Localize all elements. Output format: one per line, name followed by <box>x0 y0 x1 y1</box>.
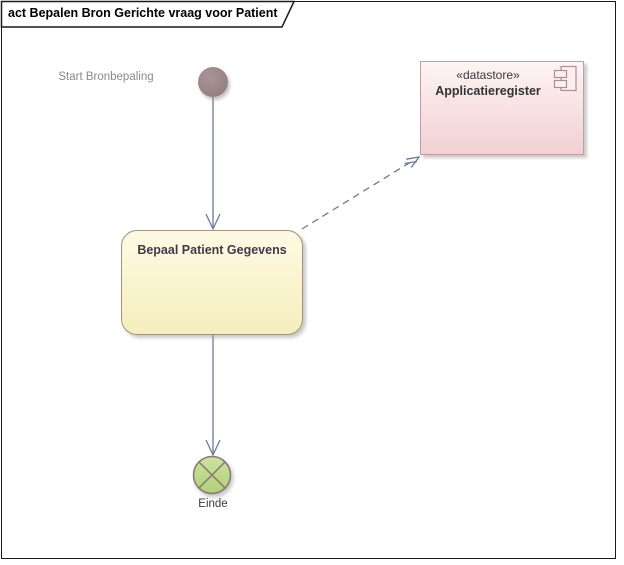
component-icon <box>553 65 577 92</box>
datastore-node[interactable]: «datastore» Applicatieregister <box>420 61 584 155</box>
frame-title-tab <box>0 0 296 28</box>
end-node[interactable] <box>191 454 235 498</box>
datastore-text-block: «datastore» Applicatieregister <box>421 62 583 99</box>
activity-node[interactable]: Bepaal Patient Gegevens <box>121 230 303 335</box>
datastore-name: Applicatieregister <box>435 84 541 98</box>
start-node-label: Start Bronbepaling <box>58 71 154 83</box>
diagram-frame <box>1 1 616 559</box>
datastore-stereotype: «datastore» <box>456 68 520 82</box>
frame-title: act Bepalen Bron Gerichte vraag voor Pat… <box>8 6 278 20</box>
activity-node-label: Bepaal Patient Gegevens <box>137 243 287 257</box>
end-node-label: Einde <box>198 498 228 510</box>
start-node[interactable] <box>198 67 228 97</box>
